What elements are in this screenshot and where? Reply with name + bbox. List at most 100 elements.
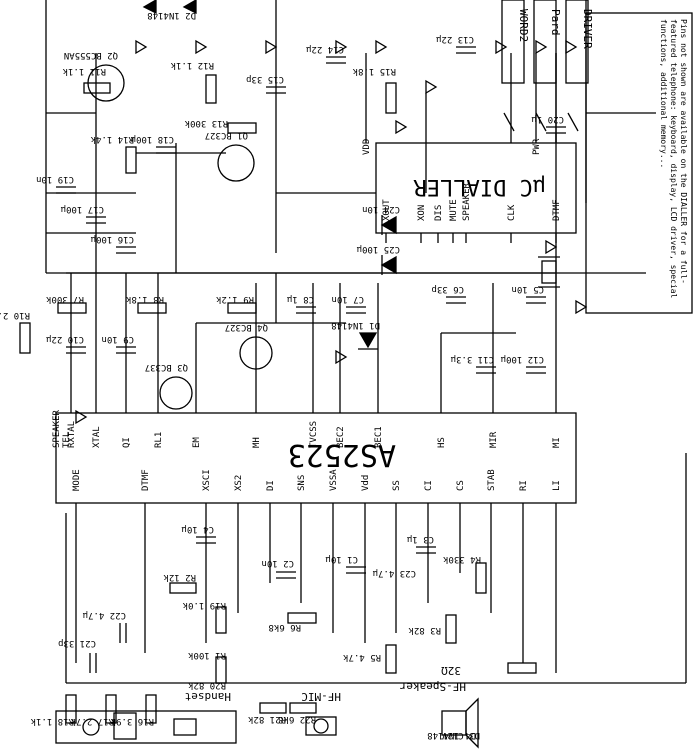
component-ref-label: C12 100µ [500, 354, 544, 364]
component-ref-label: R19 1.0k [182, 600, 226, 610]
component-ref-label: R20 82k [187, 680, 226, 690]
note-text-box: Pins not shown are available on the DIAL… [659, 19, 688, 298]
ic-main-bottom-pin-label: MI [552, 437, 562, 448]
dialler-pin-label: VDD [362, 139, 372, 155]
crystal [538, 256, 560, 288]
side-label-word2: WORD2 [517, 9, 530, 42]
component-ref-label: R4 330k [442, 554, 481, 564]
ic-main-bottom-pin-label: XTAL [92, 426, 102, 448]
component-ref-label: C14 22µ [305, 44, 344, 54]
ic-dialler-label: µC DIALLER [413, 174, 546, 199]
ground-symbols [75, 39, 588, 425]
ic-as2523-bottom-pins [70, 403, 557, 413]
component-ref-label: C4 10µ [181, 524, 214, 534]
ic-pin-labels: LIRISTABCSCISSVddVSSASNSDIXS2XSCIDTMFMOD… [52, 138, 562, 491]
ic-main-bottom-pin-label: BEC1 [374, 426, 384, 448]
component-ref-label: R21 82k [247, 714, 286, 724]
ic-main-top-pin-label: DTMF [141, 469, 151, 491]
transistor-label: Q2 BC555AN [64, 50, 118, 60]
component-ref-label: C3 1µ [406, 534, 434, 544]
capacitors [56, 46, 566, 673]
component-ref-label: R5 4.7k [342, 652, 381, 662]
component-ref-label: C19 10n [36, 174, 74, 184]
component-ref-label: C11 3.3µ [450, 354, 494, 364]
ic-main-bottom-pin-label: BEC2 [336, 426, 346, 448]
ic-main-top-pin-label: LI [552, 480, 562, 491]
side-label-pard: Pard [549, 9, 562, 36]
component-ref-label: C15 33p [246, 74, 284, 84]
component-ref-label: D1 1N4148 [331, 320, 380, 330]
hf-speaker-connector[interactable] [441, 697, 479, 749]
component-ref-label: R8 1.8k [125, 294, 164, 304]
component-ref-label: R16 3.9k [110, 716, 154, 726]
dialler-pin-label: CLK [507, 204, 517, 221]
side-label-driver: DRIVER [581, 9, 594, 49]
component-ref-label: R3 82k [408, 625, 441, 635]
hf-mic-connector[interactable] [305, 716, 337, 736]
ic-main-bottom-pin-label: QI [122, 437, 132, 448]
ic-main-bottom-pin-label: EM [192, 437, 202, 448]
component-ref-label: C9 10n [101, 334, 134, 344]
component-ref-label: C24 10n [362, 204, 400, 214]
component-ref-label: C23 4.7µ [372, 568, 416, 578]
component-ref-label: R7 300k [45, 294, 84, 304]
component-ref-label: C21 33p [58, 638, 96, 648]
side-module-boxes [501, 0, 589, 132]
ic-as2523-body [55, 412, 577, 504]
ic-main-bottom-pin-label: MIR [489, 431, 499, 448]
component-ref-label: R10 2.7k [0, 310, 30, 320]
connector-label-hf-speaker: HF-Speaker [399, 680, 466, 693]
component-ref-label: D4 1N4148 [427, 730, 476, 740]
ic-main-top-pin-label: SS [392, 480, 402, 491]
ic-main-top-pin-label: CI [424, 480, 434, 491]
component-ref-label: R18 1.1k [30, 716, 74, 726]
ic-main-top-pin-label: VSSA [329, 469, 339, 491]
component-ref-label: C17 100µ [60, 204, 104, 214]
dialler-pin-label: XON [417, 205, 427, 221]
dialler-pin-label: DIS [434, 205, 444, 221]
ic-main-bottom-pin-label: TVCSS [309, 421, 319, 448]
ic-main-top-pin-label: MODE [72, 469, 82, 491]
component-ref-label: C25 100µ [356, 244, 400, 254]
ic-main-bottom-pin-label: RL1 [154, 432, 164, 448]
handset-connector[interactable] [55, 710, 237, 744]
component-ref-label: R14 1.4k [90, 134, 134, 144]
resistors [19, 74, 537, 724]
dialler-pin-label: DTMF [552, 199, 562, 221]
component-ref-label: R12 1.1k [170, 60, 214, 70]
ic-main-top-pin-label: DI [266, 480, 276, 491]
ic-main-top-pin-label: XS2 [234, 475, 244, 491]
connector-label-hf-mic: HF-MIC [301, 690, 341, 703]
component-ref-label: R2 12k [163, 572, 196, 582]
dialler-pin-label: PWR [532, 138, 542, 155]
ic-main-bottom-pin-label: RXTAL [67, 421, 77, 448]
component-ref-label: R17 2.7k [70, 716, 114, 726]
dialler-pin-label: XOUT [382, 199, 392, 221]
component-ref-label: R11 1.1k [62, 66, 106, 76]
ic-main-top-pin-label: CS [456, 480, 466, 491]
note-frame [585, 12, 693, 314]
component-ref-label: R15 1.8k [352, 66, 396, 76]
component-ref-label: C5 10n [511, 284, 544, 294]
component-ref-label: C13 22µ [435, 34, 474, 44]
ic-main-bottom-pin-label: HS [437, 437, 447, 448]
component-ref-label: R13 300k [184, 118, 228, 128]
component-ref-label: C7 10n [331, 294, 364, 304]
speaker-impedance: 32Ω [441, 664, 461, 677]
ic-dialler-body [375, 142, 577, 234]
component-ref-label: C20 1µ [531, 114, 564, 124]
ic-main-top-pin-label: RI [519, 480, 529, 491]
diodes [142, 0, 397, 350]
connector-label-handset: Handset [185, 690, 231, 703]
component-ref-label: C16 100µ [90, 234, 134, 244]
ic-main-bottom-pin-label: SPEAKER [52, 409, 62, 448]
component-ref-label: C6 33p [431, 284, 464, 294]
transistor-label: Q4 BC327 [225, 322, 268, 332]
component-ref-label: R9 1.2k [215, 294, 254, 304]
ic-as2523-top-pins [75, 503, 557, 513]
component-ref-label: D3 C12V [441, 730, 480, 740]
component-ref-label: C22 4.7µ [82, 610, 126, 620]
